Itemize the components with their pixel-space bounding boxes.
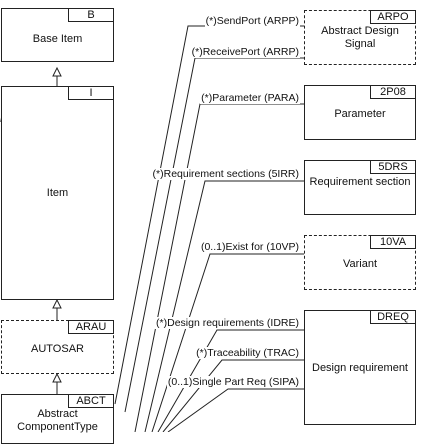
parameter-tag: 2P08 [370, 85, 416, 99]
association-line-exist-for [151, 253, 304, 432]
relation-label-sendport: (*)SendPort (ARPP) [204, 15, 300, 27]
variant-title: Variant [342, 258, 378, 270]
abstract-design-signal-tag: ARPO [370, 10, 416, 24]
association-line-single-part-req [167, 388, 304, 432]
abstract-design-signal-title: Abstract Design Signal [321, 25, 399, 50]
abstract-component-type-box[interactable]: ABCT Abstract ComponentType [1, 394, 114, 444]
relation-label-receiveport: (*)ReceivePort (ARRP) [190, 46, 300, 58]
generalization-arrowhead [52, 66, 62, 77]
variant-box[interactable]: 10VA Variant [304, 235, 416, 290]
association-line-receiveport [124, 57, 304, 413]
autosar-title: AUTOSAR [31, 343, 84, 355]
parameter-title: Parameter [334, 108, 386, 120]
generalization-arrowhead [52, 372, 62, 383]
item-box[interactable]: I Item [1, 86, 114, 300]
association-line-requirement-sections [144, 180, 304, 432]
relation-label-traceability: (*)Traceability (TRAC) [195, 347, 300, 359]
design-requirement-box[interactable]: DREQ Design requirement [304, 310, 416, 425]
abstract-component-type-tag: ABCT [68, 394, 114, 408]
autosar-box[interactable]: ARAU AUTOSAR [1, 320, 114, 374]
abstract-design-signal-box[interactable]: ARPO Abstract Design Signal [304, 10, 416, 65]
base-item-tag: B [68, 8, 114, 22]
abstract-component-type-title: Abstract ComponentType [17, 408, 98, 433]
generalization-arrowhead [52, 298, 62, 309]
autosar-tag: ARAU [68, 320, 114, 334]
requirement-section-box[interactable]: 5DRS Requirement section [304, 160, 416, 215]
relation-label-parameter: (*)Parameter (PARA) [200, 92, 300, 104]
parameter-box[interactable]: 2P08 Parameter [304, 85, 416, 140]
requirement-section-tag: 5DRS [370, 160, 416, 174]
association-line-design-requirements [157, 329, 304, 432]
base-item-box[interactable]: B Base Item [1, 8, 114, 62]
relation-label-design-requirements: (*)Design requirements (IDRE) [155, 317, 300, 329]
base-item-title: Base Item [32, 33, 83, 45]
connector-lines [0, 25, 304, 432]
relation-label-requirement-sections: (*)Requirement sections (5IRR) [151, 168, 300, 180]
relation-label-single-part-req: (0..1)Single Part Req (SIPA) [166, 376, 300, 388]
item-title: Item [46, 187, 69, 199]
association-line-traceability [162, 359, 304, 432]
design-requirement-title: Design requirement [312, 362, 408, 374]
relation-label-exist-for: (0..1)Exist for (10VP) [199, 241, 300, 253]
requirement-section-title: Requirement section [309, 176, 411, 188]
variant-tag: 10VA [370, 235, 416, 249]
item-tag: I [68, 86, 114, 100]
design-requirement-tag: DREQ [370, 310, 416, 324]
